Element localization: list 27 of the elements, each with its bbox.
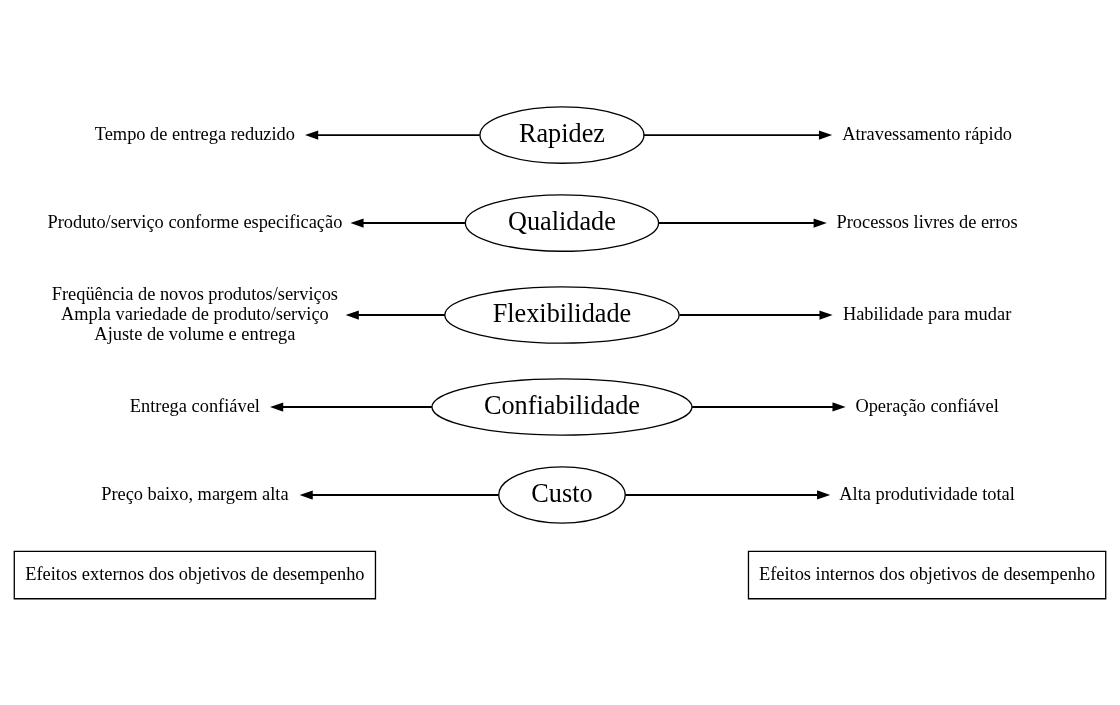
arrow — [658, 218, 827, 228]
node-ellipse: Confiabilidade — [431, 377, 693, 436]
node-text: Entrega confiável — [129, 395, 260, 416]
arrow — [305, 130, 481, 140]
node-text: Preço baixo, margem alta — [101, 483, 289, 504]
node-text: Atravessamento rápido — [842, 123, 1013, 144]
node-text: Tempo de entrega reduzido — [94, 123, 295, 144]
node-text: Alta produtividade total — [839, 483, 1015, 504]
node-ellipse: Flexibilidade — [444, 285, 680, 344]
arrow — [678, 309, 833, 320]
node-text: Freqüência de novos produtos/serviços Ampla variedade de produto/serviço Ajuste de volume e entrega — [51, 283, 339, 344]
node-text: Processos livres de erros — [836, 211, 1018, 232]
arrow — [624, 489, 831, 500]
node-ellipse: Rapidez — [479, 105, 645, 164]
node-text: Habilidade para mudar — [842, 303, 1012, 324]
arrow — [299, 489, 500, 500]
node-ellipse: Custo — [498, 465, 626, 524]
arrow — [270, 401, 433, 412]
arrow — [691, 401, 846, 412]
node-box: Efeitos internos dos objetivos de desempenho — [747, 550, 1107, 599]
node-text: Produto/serviço conforme especificação — [47, 211, 343, 232]
arrow — [345, 309, 446, 320]
arrow — [350, 218, 466, 228]
node-text: Operação confiável — [855, 395, 999, 416]
arrow — [642, 130, 833, 140]
node-box: Efeitos externos dos objetivos de desempenho — [13, 550, 377, 599]
node-ellipse: Qualidade — [464, 193, 660, 252]
